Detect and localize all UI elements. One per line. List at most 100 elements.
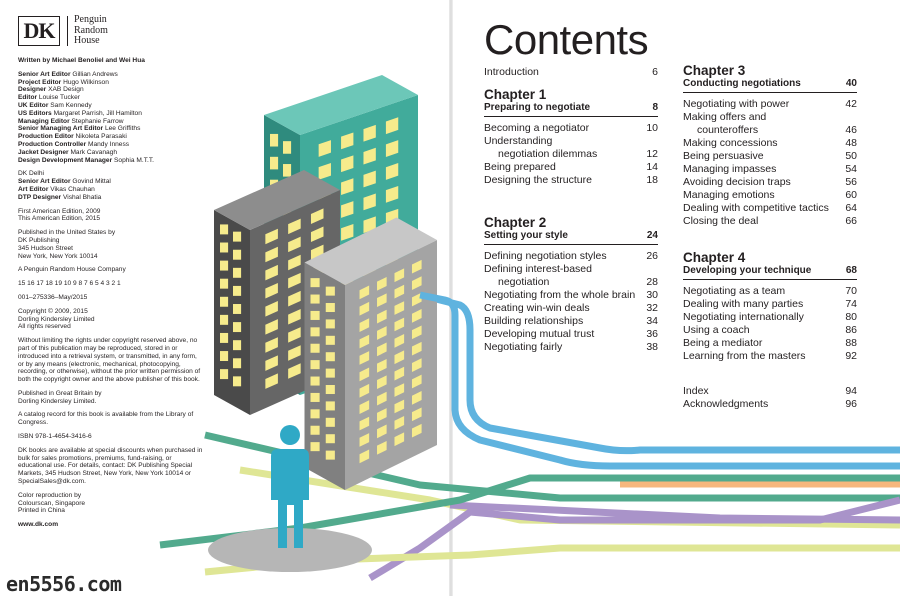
page-number: 36 [646, 328, 658, 340]
company: A Penguin Random House Company [18, 266, 126, 274]
credit-line: Senior Art Editor Govind Mittal [18, 178, 111, 186]
penguin-random-house-logo: Penguin Random House [74, 14, 108, 46]
written-by: Written by Michael Benoliel and Wei Hua [18, 57, 145, 64]
delhi-credits: DK Delhi Senior Art Editor Govind Mittal… [18, 170, 203, 201]
page-number: 94 [845, 385, 857, 397]
page-number: 86 [845, 324, 857, 336]
page-number: 80 [845, 311, 857, 323]
page-number: 10 [646, 122, 658, 134]
credit-line: Production Controller Mandy Inness [18, 140, 130, 148]
credit-line: US Editors Margaret Parrish, Jill Hamilt… [18, 109, 142, 117]
page-number: 54 [845, 163, 857, 175]
page-number: 34 [646, 315, 658, 327]
copyright: Copyright © 2009, 2015 Dorling Kindersle… [18, 307, 95, 331]
page-number: 48 [845, 137, 857, 149]
imprint-page: Written by Michael Benoliel and Wei Hua … [18, 57, 203, 535]
watermark: en5556.com [6, 572, 122, 596]
credit-line: Editor Louise Tucker [18, 94, 80, 102]
credit-line: Art Editor Vikas Chauhan [18, 185, 95, 193]
book-gutter [449, 0, 453, 596]
page-number: 56 [845, 176, 857, 188]
publisher-logo: DK Penguin Random House [18, 14, 108, 47]
catalog-record: A catalog record for this book is availa… [18, 411, 194, 427]
page-number: 38 [646, 341, 658, 353]
page-number: 6 [652, 66, 658, 78]
chapter-label: Chapter 3 [683, 63, 746, 78]
page-number: 50 [845, 150, 857, 162]
credit-line: Production Editor Nikoleta Parasaki [18, 133, 127, 141]
page-number: 26 [646, 250, 658, 262]
page-number: 32 [646, 302, 658, 314]
chapter-label: Chapter 4 [683, 250, 746, 265]
reproduction: Color reproduction by Colourscan, Singap… [18, 491, 86, 515]
page-number: 64 [845, 202, 857, 214]
dk-logo: DK [18, 15, 60, 46]
credit-line: Managing Editor Stephanie Farrow [18, 117, 124, 125]
product-code: 001–275336–May/2015 [18, 293, 88, 301]
page-number: 14 [646, 161, 658, 173]
logo-divider [67, 15, 68, 46]
page-number: 96 [845, 398, 857, 410]
page-number: 66 [845, 215, 857, 227]
page-number: 70 [845, 285, 857, 297]
published-gb: Published in Great Britain by Dorling Ki… [18, 389, 102, 405]
page-number: 46 [845, 124, 857, 136]
page-number: 28 [646, 276, 658, 288]
credit-line: Jacket Designer Mark Cavanagh [18, 148, 117, 156]
published-in: Published in the United States by DK Pub… [18, 229, 116, 260]
special-sales: DK books are available at special discou… [18, 446, 203, 486]
page-number: 92 [845, 350, 857, 362]
page-number: 30 [646, 289, 658, 301]
website[interactable]: www.dk.com [18, 521, 59, 529]
credit-line: Project Editor Hugo Wilkinson [18, 78, 109, 86]
contents-title: Contents [484, 16, 649, 63]
page-number: 42 [845, 98, 857, 110]
credit-line: UK Editor Sam Kennedy [18, 101, 92, 109]
credit-line: Designer XAB Design [18, 86, 84, 94]
page-number: 60 [845, 189, 857, 201]
page-number: 18 [646, 174, 658, 186]
credit-line: DTP Designer Vishal Bhatia [18, 193, 102, 201]
isbn: ISBN 978-1-4654-3416-6 [18, 433, 92, 441]
credit-line: Design Development Manager Sophia M.T.T. [18, 156, 154, 164]
credit-line: Senior Art Editor Gillian Andrews [18, 70, 118, 78]
rights-notice: Without limiting the rights under copyri… [18, 337, 201, 384]
page-number: 88 [845, 337, 857, 349]
